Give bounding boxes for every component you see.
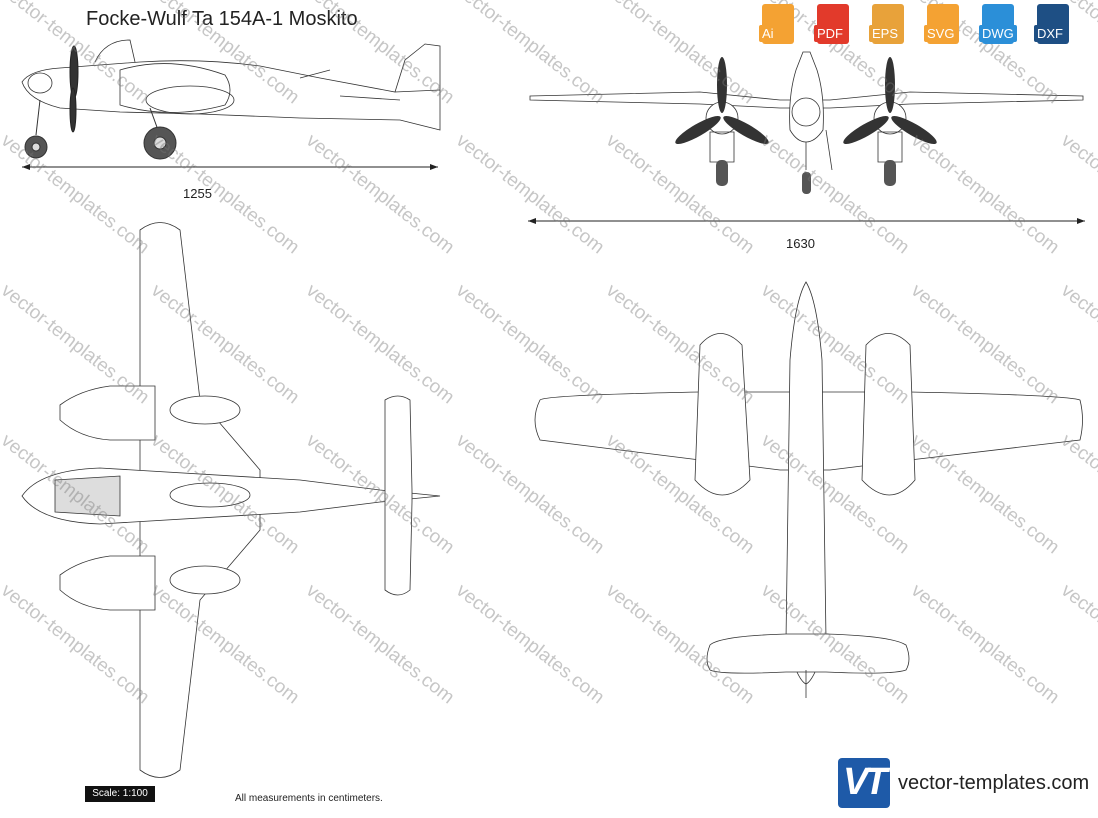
front-view (530, 52, 1083, 170)
front-span-label: 1630 (786, 236, 815, 251)
format-label: Ai (759, 25, 777, 42)
bottom-view (535, 282, 1083, 698)
side-propeller (70, 46, 78, 132)
side-landing-gear (25, 100, 176, 159)
side-view (22, 40, 440, 130)
brand-name[interactable]: vector-templates.com (898, 772, 1090, 794)
vt-logo-icon[interactable]: VT (838, 758, 890, 808)
pdf-file-icon[interactable]: PDF (814, 4, 852, 50)
front-propellers (675, 57, 937, 194)
format-label: SVG (924, 25, 958, 42)
logo-text: VT (843, 761, 888, 803)
dwg-file-icon[interactable]: DWG (979, 4, 1017, 50)
dxf-file-icon[interactable]: DXF (1034, 4, 1072, 50)
format-label: PDF (814, 25, 846, 42)
measurement-note: All measurements in centimeters. (235, 793, 383, 804)
format-label: DWG (979, 25, 1017, 42)
format-label: EPS (869, 25, 902, 42)
side-length-label: 1255 (183, 186, 212, 201)
format-label: DXF (1034, 25, 1066, 42)
scale-label: Scale: 1:100 (85, 786, 155, 802)
top-view (22, 223, 440, 778)
page-title: Focke-Wulf Ta 154A-1 Moskito (86, 8, 358, 30)
svg-file-icon[interactable]: SVG (924, 4, 962, 50)
ai-file-icon[interactable]: Ai (759, 4, 797, 50)
eps-file-icon[interactable]: EPS (869, 4, 907, 50)
